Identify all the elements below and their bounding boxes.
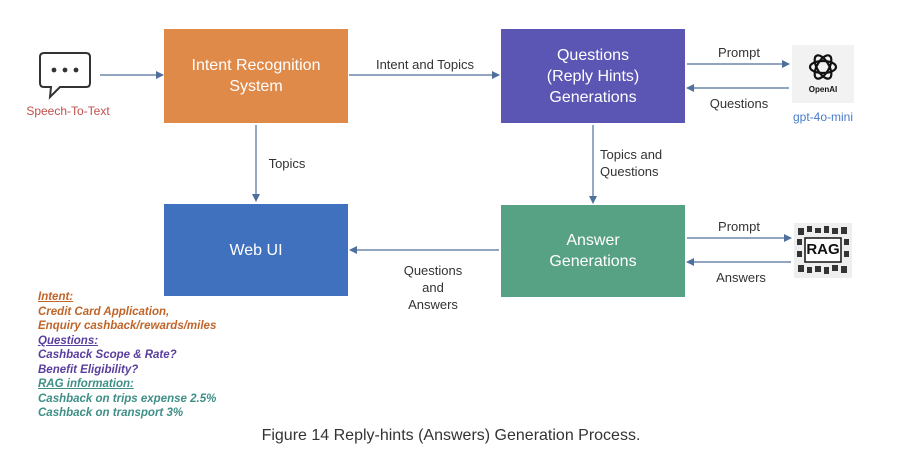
web-ui-box: Web UI <box>164 204 348 296</box>
note-rag-line-2: Cashback on transport 3% <box>38 407 184 419</box>
note-questions-line-1: Cashback Scope & Rate? <box>38 349 177 361</box>
questions-generation-box: Questions (Reply Hints) Generations <box>501 29 685 123</box>
openai-logo-text: OpenAI <box>808 85 838 94</box>
openai-knot-icon <box>808 54 838 80</box>
edge-intent-and-topics: Intent and Topics <box>375 57 475 72</box>
openai-logo: OpenAI <box>792 45 854 103</box>
note-rag-heading: RAG information: <box>38 378 134 390</box>
edge-topics: Topics <box>268 156 306 171</box>
edge-prompt-rag: Prompt <box>718 219 760 234</box>
answer-generation-box: Answer Generations <box>501 205 685 297</box>
rag-logo-text: RAG <box>806 241 840 258</box>
model-name-label: gpt-4o-mini <box>792 110 854 124</box>
rag-logo: RAG <box>794 223 852 278</box>
note-questions-line-2: Benefit Eligibility? <box>38 363 139 376</box>
edge-questions-and-answers: Questions and Answers <box>403 263 463 312</box>
note-intent-heading: Intent: <box>38 291 74 303</box>
edge-questions-openai: Questions <box>709 96 769 111</box>
speech-to-text-label: Speech-To-Text <box>26 104 110 118</box>
note-questions-heading: Questions: <box>38 334 99 347</box>
rag-document-icons <box>797 226 849 274</box>
note-rag-line-1: Cashback on trips expense 2.5% <box>38 392 217 405</box>
note-intent-line-1: Credit Card Application, <box>38 305 170 318</box>
note-intent-line-2: Enquiry cashback/rewards/miles <box>38 320 217 332</box>
intent-recognition-box: Intent Recognition System <box>164 29 348 123</box>
edge-answers-rag: Answers <box>716 270 766 285</box>
figure-caption: Figure 14 Reply-hints (Answers) Generati… <box>261 427 641 444</box>
speech-bubble-icon <box>39 52 91 100</box>
edge-prompt-openai: Prompt <box>718 45 760 60</box>
edge-topics-and-questions: Topics and Questions <box>600 147 663 179</box>
